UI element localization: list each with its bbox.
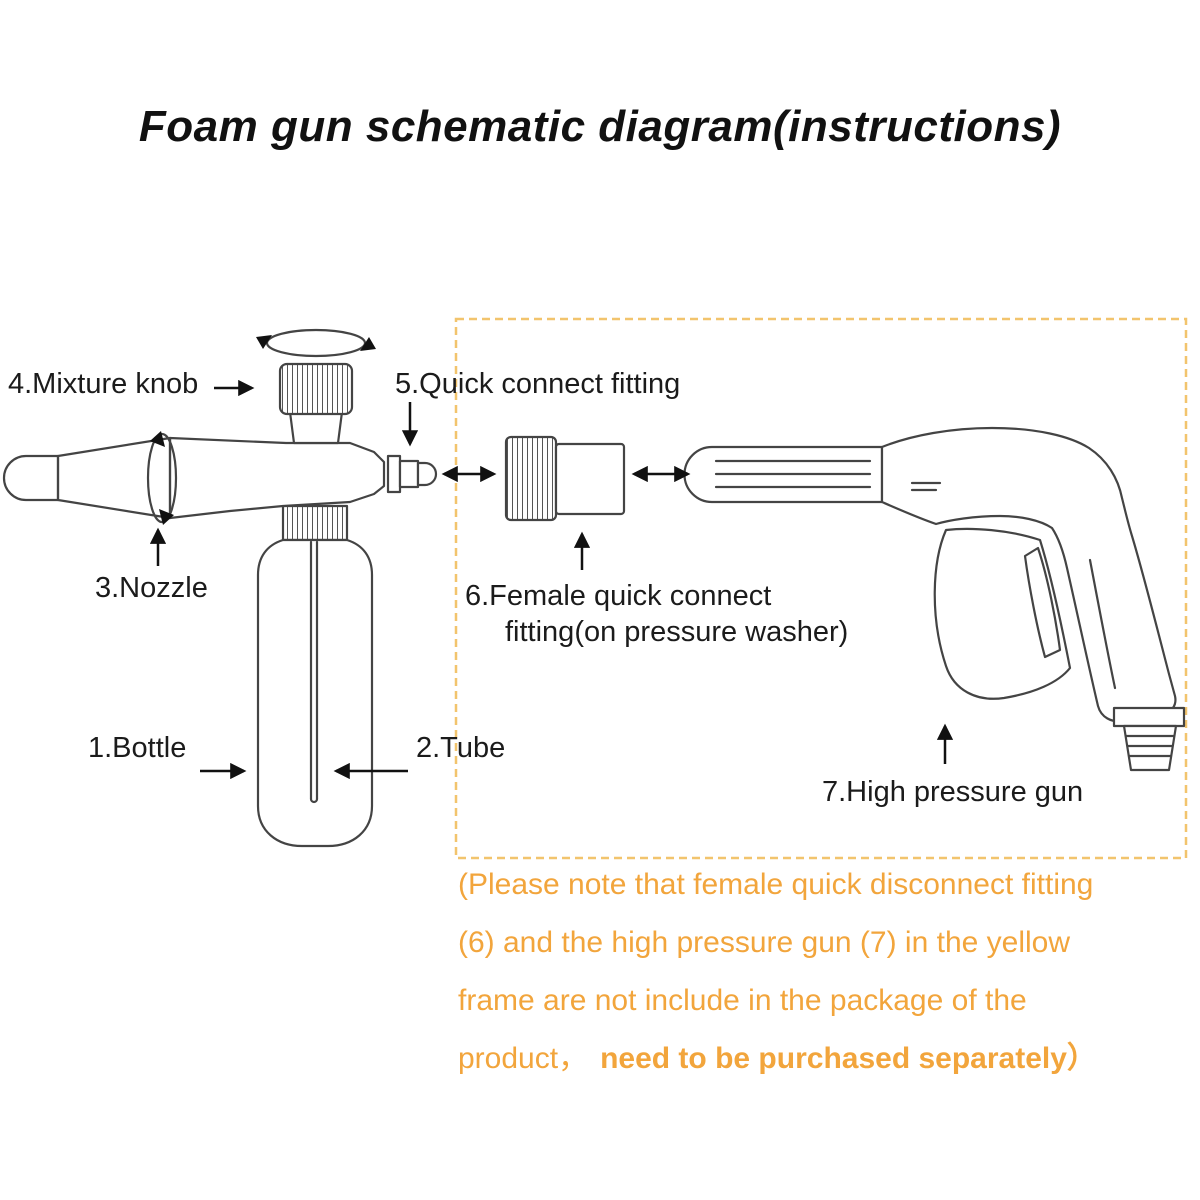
package-note: (Please note that female quick disconnec… xyxy=(458,856,1097,1088)
annotation-arrows xyxy=(149,379,954,780)
label-quick-connect-fitting: 5.Quick connect fitting xyxy=(395,368,681,400)
nozzle-tip xyxy=(2,454,60,502)
yellow-frame xyxy=(454,317,1188,860)
note-line-2: (6) and the high pressure gun (7) in the… xyxy=(458,926,1071,959)
foam-gun-body xyxy=(168,436,386,520)
male-quick-connect-fitting xyxy=(386,454,438,494)
knob-rotation-indicator-icon xyxy=(256,328,376,358)
foam-gun-drawing xyxy=(2,328,438,848)
note-line-1: (Please note that female quick disconnec… xyxy=(458,868,1094,901)
gun-grip-line xyxy=(1088,558,1117,690)
nozzle-rotation-indicator-icon xyxy=(146,431,178,525)
label-female-line1: 6.Female quick connect xyxy=(465,580,772,612)
label-nozzle: 3.Nozzle xyxy=(95,572,208,604)
note-line-4-bold: need to be purchased separately） xyxy=(600,1042,1097,1075)
tube xyxy=(309,540,319,804)
note-line-4-regular: product， xyxy=(458,1042,589,1075)
bottle xyxy=(256,538,374,848)
gun-trigger xyxy=(1023,546,1062,659)
label-female-quick-connect: 6.Female quick connect fitting(on pressu… xyxy=(465,578,848,650)
nozzle-cone xyxy=(56,436,172,520)
mixture-knob xyxy=(278,362,354,416)
label-female-line2: fitting(on pressure washer) xyxy=(505,616,849,648)
knob-neck xyxy=(288,410,344,445)
bottle-collar xyxy=(281,504,349,542)
note-line-3: frame are not include in the package of … xyxy=(458,984,1027,1017)
label-tube: 2.Tube xyxy=(416,732,506,764)
label-mixture-knob: 4.Mixture knob xyxy=(8,368,199,400)
label-high-pressure-gun: 7.High pressure gun xyxy=(822,776,1084,808)
label-bottle: 1.Bottle xyxy=(88,732,187,764)
female-quick-connect-fitting xyxy=(504,435,626,522)
note-line-4: product， need to be purchased separately） xyxy=(458,1030,1097,1088)
high-pressure-gun-drawing xyxy=(683,426,1186,772)
page-title: Foam gun schematic diagram(instructions) xyxy=(138,102,1062,151)
gun-inlet-connector xyxy=(1112,706,1186,772)
